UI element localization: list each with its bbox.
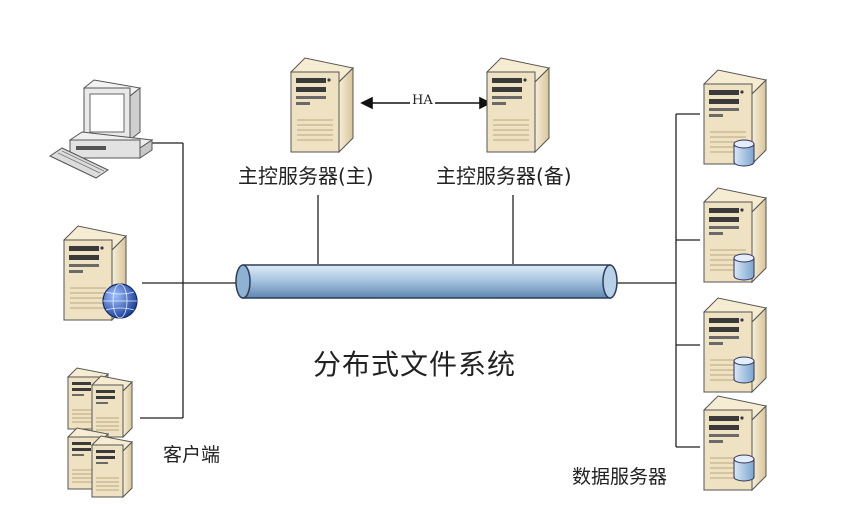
server-cluster-icon [67,367,133,498]
web-server-icon [63,225,138,321]
data-server-1-icon [703,69,767,167]
pc-workstation-icon [48,79,154,179]
data-server-4-icon [703,395,767,491]
data-server-label: 数据服务器 [572,466,668,488]
master-primary-label: 主控服务器(主) [238,164,374,188]
data-server-2-icon [703,187,767,283]
dfs-label: 分布式文件系统 [313,348,517,381]
client-label: 客户端 [163,444,221,466]
data-server-3-icon [703,297,767,393]
master-server-backup-icon [486,57,550,153]
master-server-primary-icon [290,57,354,153]
connection-lines [140,113,700,448]
dfs-pipe [235,264,618,299]
master-backup-label: 主控服务器(备) [436,164,572,188]
ha-label: HA [410,93,435,108]
